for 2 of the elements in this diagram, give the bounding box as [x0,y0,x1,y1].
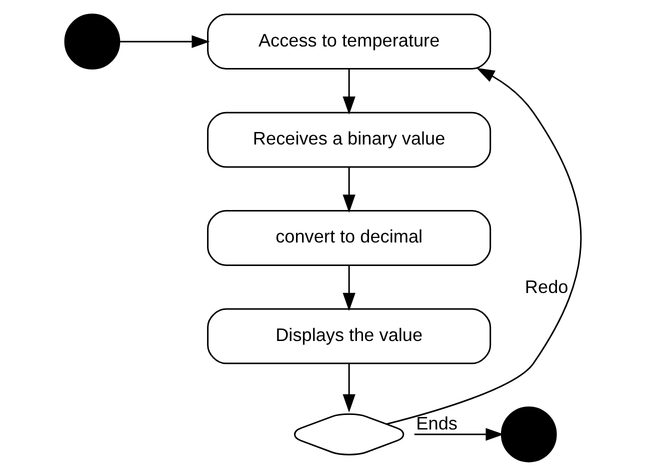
edge-label: Ends [416,413,458,434]
edge-label: Redo [524,276,568,297]
